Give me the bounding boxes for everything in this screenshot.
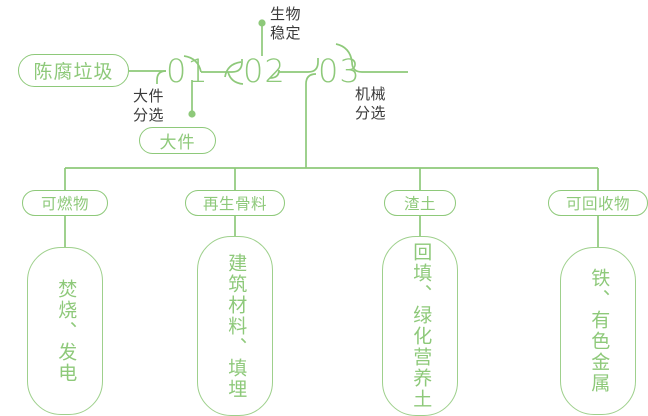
stage-annotation-02: 生物 稳定 [270, 6, 302, 42]
wire-03-trunk-down [305, 73, 317, 168]
wire-02-lowerleft-arc [224, 61, 242, 78]
stage-number-01: 01 [166, 52, 209, 90]
output-box-4-text: 铁、有色金属 [588, 268, 610, 394]
dot-bulky [188, 110, 196, 118]
wire-02-upperleft-hook [231, 59, 243, 73]
wire-02-lower-arc [227, 71, 244, 85]
wire-03-upperleft-hook [307, 58, 319, 73]
output-box-4[interactable]: 铁、有色金属 [560, 247, 636, 415]
output-box-2-text: 建筑材料、填埋 [225, 252, 247, 400]
stage-number-03: 03 [318, 52, 361, 90]
output-box-1[interactable]: 焚烧、发电 [27, 247, 103, 415]
source-pill[interactable]: 陈腐垃圾 [18, 54, 129, 87]
stage-annotation-01: 大件 分选 [133, 88, 165, 124]
wire-01-lowerleft-hook [156, 70, 167, 84]
category-pill-3[interactable]: 渣土 [384, 190, 456, 216]
category-pill-2[interactable]: 再生骨料 [185, 190, 285, 216]
stage-number-02: 02 [243, 52, 286, 90]
side-output-pill-bulky[interactable]: 大件 [139, 127, 216, 154]
output-box-3-text: 回填、绿化营养土 [410, 242, 432, 410]
output-box-3[interactable]: 回填、绿化营养土 [382, 236, 458, 416]
category-pill-4[interactable]: 可回收物 [548, 190, 648, 216]
output-box-1-text: 焚烧、发电 [55, 278, 77, 384]
output-box-2[interactable]: 建筑材料、填埋 [197, 236, 273, 416]
dot-biostable [258, 19, 266, 27]
category-pill-1[interactable]: 可燃物 [22, 190, 108, 216]
stage-annotation-03: 机械 分选 [355, 86, 387, 122]
